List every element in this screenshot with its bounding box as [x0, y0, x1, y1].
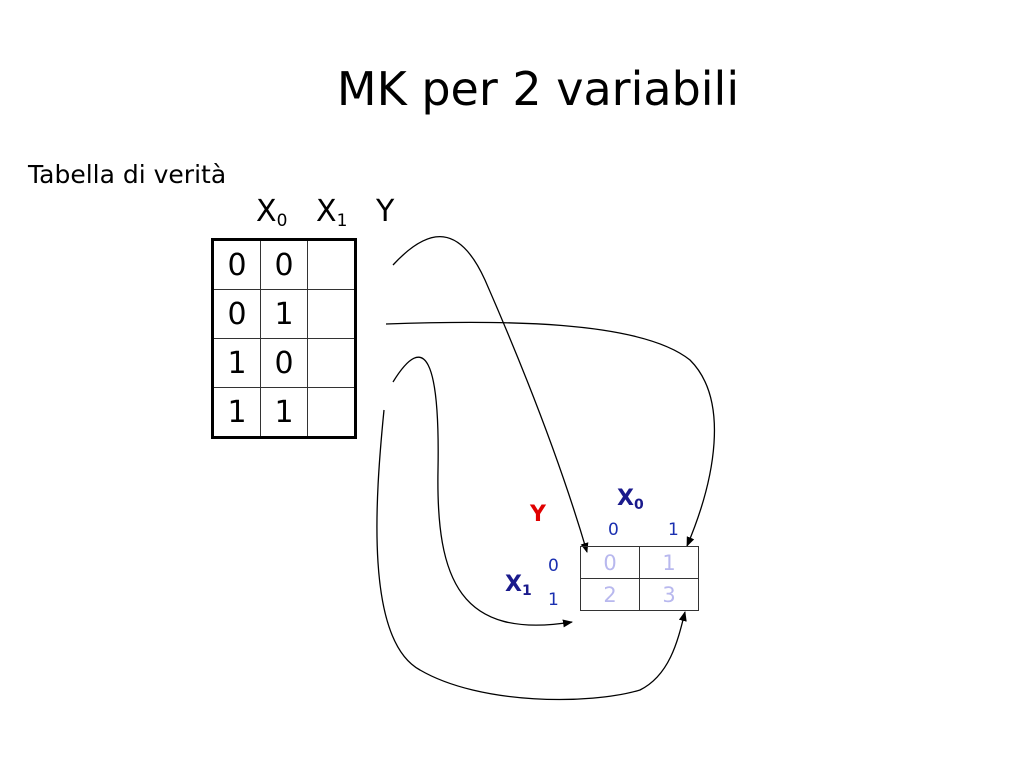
truth-cell-x0: 1 — [212, 387, 261, 438]
karnaugh-map: 0 1 2 3 — [580, 546, 699, 611]
truth-cell-x1: 0 — [260, 239, 308, 290]
truth-table-row: 1 0 — [212, 338, 356, 388]
truth-cell-x0: 1 — [212, 338, 261, 388]
kmap-output-label: Y — [530, 502, 546, 527]
kmap-column-variable: X0 — [617, 486, 644, 513]
header-x0: X0 — [256, 194, 288, 231]
truth-table-row: 1 1 — [212, 387, 356, 438]
truth-cell-x1: 1 — [260, 289, 308, 339]
header-y: Y — [376, 194, 395, 229]
arrow-row1-to-cell2 — [385, 321, 715, 547]
kmap-row: 2 3 — [580, 578, 699, 611]
kmap-cell: 2 — [580, 578, 640, 611]
kmap-cell: 0 — [580, 546, 640, 579]
truth-table-caption: Tabella di verità — [28, 160, 227, 189]
arrow-row3-to-cell3 — [376, 409, 687, 701]
truth-cell-y — [307, 338, 356, 388]
truth-cell-x1: 0 — [260, 338, 308, 388]
arrow-row0-to-cell0 — [392, 236, 589, 553]
kmap-row-variable: X1 — [505, 572, 532, 599]
kmap-row-index: 0 — [548, 556, 559, 576]
kmap-row: 0 1 — [580, 546, 699, 579]
kmap-cell: 3 — [639, 578, 699, 611]
slide-title: MK per 2 variabili — [336, 62, 740, 116]
arrow-row2-to-cell1 — [392, 356, 573, 628]
header-x1: X1 — [316, 194, 348, 231]
kmap-col-index: 0 — [608, 520, 619, 540]
truth-cell-x1: 1 — [260, 387, 308, 438]
truth-cell-y — [307, 387, 356, 438]
kmap-row-index: 1 — [548, 590, 559, 610]
kmap-col-index: 1 — [668, 520, 679, 540]
truth-cell-y — [307, 239, 356, 290]
truth-table: 0 0 0 1 1 0 1 1 — [211, 238, 357, 439]
truth-table-row: 0 1 — [212, 289, 356, 339]
kmap-cell: 1 — [639, 546, 699, 579]
